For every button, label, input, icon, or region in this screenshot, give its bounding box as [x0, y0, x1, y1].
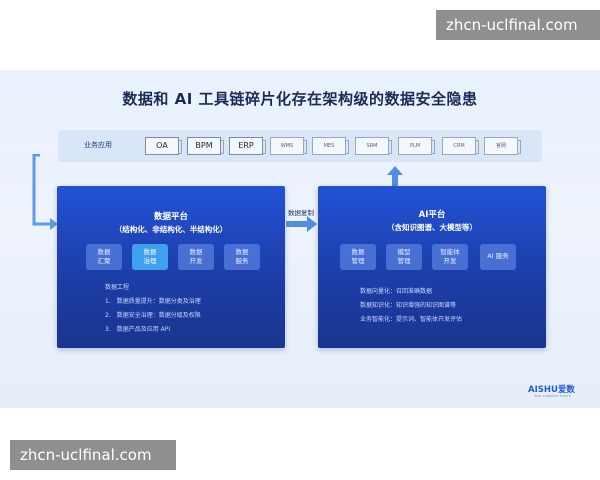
data-copy-label: 数据复制 [288, 209, 314, 217]
chip-label-bottom: 管理 [397, 257, 411, 265]
data-engineering-note: 3. 数据产品及应用 API [105, 326, 171, 333]
app-plm: PLM [398, 137, 435, 155]
app-erp: ERP [229, 137, 266, 155]
chip-data-management: 数据 管理 [340, 244, 376, 270]
ai-capability-note: 数据知识化：知识增强的知识图谱等 [360, 302, 457, 309]
data-copy-arrow [286, 216, 317, 232]
chip-data-collection: 数据 汇聚 [86, 244, 122, 270]
architecture-slide: 数据和 AI 工具链碎片化存在架构级的数据安全隐患 业务应用 OA BPM ER… [0, 70, 600, 408]
data-engineering-title: 数据工程 [105, 284, 130, 291]
aishu-logo: AISHU爱数 [528, 385, 575, 395]
data-platform-subtitle: （结构化、非结构化、半结构化） [114, 225, 228, 234]
chip-label-bottom: 管理 [351, 257, 365, 265]
chip-data-service: 数据 服务 [224, 244, 260, 270]
chip-label-top: 数据 [189, 248, 203, 256]
watermark-top: zhcn-uclfinal.com [436, 10, 600, 40]
chip-label-top: 智能体 [440, 248, 460, 256]
chip-label-top: 数据 [235, 248, 249, 256]
app-wms: WMS [270, 137, 307, 155]
business-apps-label: 业务应用 [84, 141, 112, 149]
chip-label-bottom: 服务 [235, 257, 249, 265]
chip-label-top: 数据 [97, 248, 111, 256]
chip-label-top: 数据 [143, 248, 157, 256]
data-engineering-note: 1. 数据质量提升：数据分类及治理 [105, 298, 201, 305]
app-oa: OA [145, 137, 182, 155]
chip-data-governance: 数据 治理 [132, 244, 168, 270]
slide-title: 数据和 AI 工具链碎片化存在架构级的数据安全隐患 [122, 90, 478, 108]
data-platform-title: 数据平台 [153, 212, 188, 222]
chip-label-top: AI 服务 [487, 252, 509, 260]
ai-platform-title: AI平台 [418, 210, 446, 220]
chip-label-top: 模型 [397, 248, 411, 256]
chip-label-bottom: 汇聚 [97, 257, 111, 265]
chip-label-bottom: 开发 [443, 257, 457, 265]
app-srm: SRM [355, 137, 392, 155]
ai-capability-note: 数据向量化：召回准确数据 [360, 288, 433, 295]
data-platform-panel: 数据平台 （结构化、非结构化、半结构化） 数据 汇聚 数据 治理 数据 开发 数… [57, 186, 285, 348]
apps-to-data-arrow [32, 154, 58, 230]
chip-model-management: 模型 管理 [386, 244, 422, 270]
business-apps-bar: 业务应用 OA BPM ERP WMS MES SRM PLM CRM 官网 [58, 130, 542, 162]
data-engineering-note: 2. 数据安全治理：数据分级及权限 [105, 312, 201, 319]
app-crm: CRM [442, 137, 479, 155]
watermark-bottom: zhcn-uclfinal.com [10, 440, 176, 470]
app-website: 官网 [484, 137, 521, 155]
chip-ai-service: AI 服务 [480, 244, 516, 270]
app-mes: MES [312, 137, 349, 155]
chip-label-bottom: 开发 [189, 257, 203, 265]
logo-tagline: Your customer future [534, 394, 571, 398]
ai-capability-note: 业务智能化：提示词、智能体开发评估 [360, 316, 463, 323]
ai-platform-subtitle: （含知识图谱、大模型等） [387, 223, 477, 232]
chip-data-development: 数据 开发 [178, 244, 214, 270]
chip-label-top: 数据 [351, 248, 365, 256]
chip-label-bottom: 治理 [143, 257, 157, 265]
chip-agent-development: 智能体 开发 [432, 244, 468, 270]
ai-to-apps-arrow [387, 166, 403, 188]
app-bpm: BPM [187, 137, 224, 155]
ai-platform-panel: AI平台 （含知识图谱、大模型等） 数据 管理 模型 管理 智能体 开发 AI … [318, 186, 546, 348]
